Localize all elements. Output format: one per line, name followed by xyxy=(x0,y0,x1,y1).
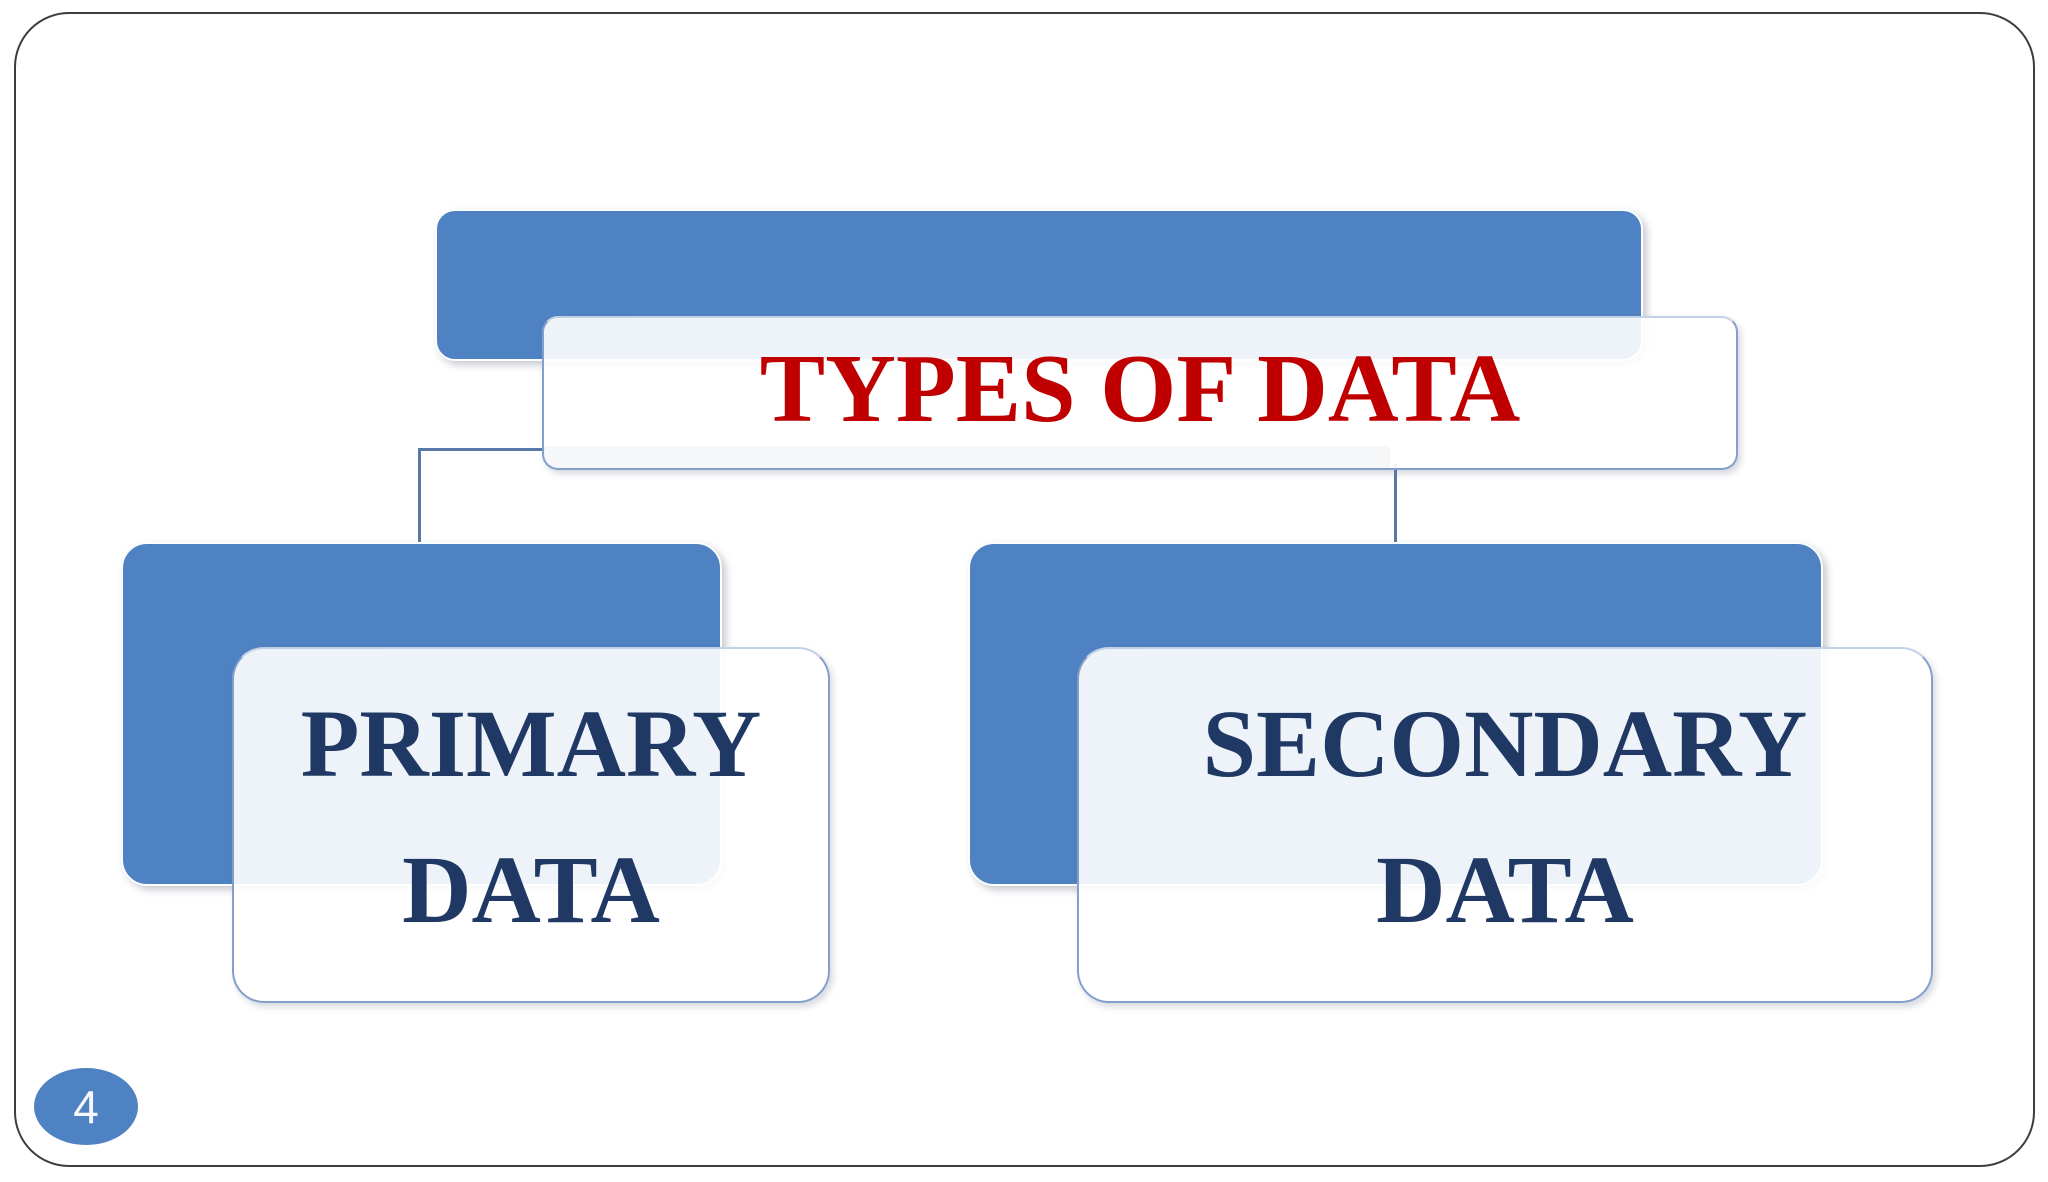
page-number: 4 xyxy=(73,1080,99,1133)
secondary-node-label: SECONDARY DATA xyxy=(1203,671,1808,963)
root-node-box: TYPES OF DATA xyxy=(542,316,1738,470)
connector-left-horizontal xyxy=(418,448,545,451)
connector-right-vertical xyxy=(1394,464,1397,546)
slide-border-frame xyxy=(14,12,2035,1167)
secondary-node-box: SECONDARY DATA xyxy=(1077,647,1933,1003)
primary-node-box: PRIMARY DATA xyxy=(232,647,830,1003)
primary-node-label: PRIMARY DATA xyxy=(301,671,762,963)
primary-node-line2: DATA xyxy=(402,836,660,943)
secondary-node-line1: SECONDARY xyxy=(1202,690,1808,798)
root-node-label: TYPES OF DATA xyxy=(759,335,1521,443)
page-number-badge: 4 xyxy=(34,1068,138,1145)
primary-node-line1: PRIMARY xyxy=(300,690,762,798)
root-node-shading xyxy=(544,446,1391,468)
secondary-node-line2: DATA xyxy=(1376,836,1634,943)
connector-left-vertical xyxy=(418,448,421,544)
